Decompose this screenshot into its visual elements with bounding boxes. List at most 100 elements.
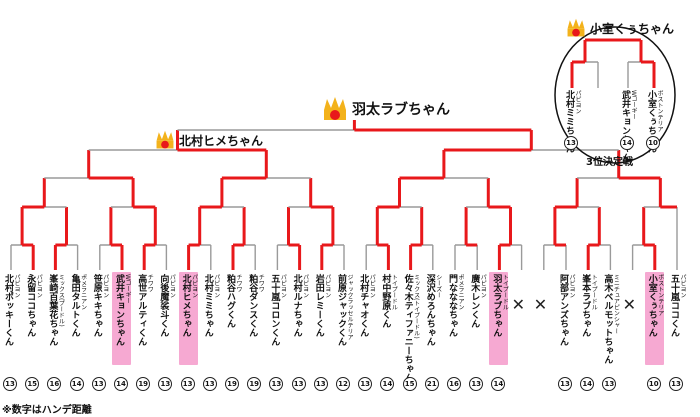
- entrant-label: ミックス(トイプードル)佐々木ティファニーちゃん: [403, 274, 421, 382]
- handicap-badge: 14: [580, 377, 595, 391]
- entrant-name: 永留ココちゃん: [25, 274, 36, 337]
- entrant-name: 門なななちゃん: [447, 274, 457, 337]
- handicap-badge: 14: [380, 377, 395, 391]
- bye-slot: ✕: [533, 272, 555, 390]
- entrant-name: 笹原キキちゃん: [91, 274, 102, 337]
- entrant-name: 五十嵐ココくん: [669, 274, 679, 337]
- entrant-breed: パピヨン: [568, 274, 575, 298]
- entrant-name: 高世アルティくん: [136, 274, 147, 346]
- entrant-name: 佐々木ティファニーちゃん: [402, 274, 413, 382]
- entrant-breed: パピヨン: [574, 90, 581, 114]
- bye-slot: ✕: [511, 272, 533, 390]
- winner-highlight: [178, 272, 198, 365]
- entrant-name: 深沢めろんちゃん: [424, 274, 435, 346]
- champion-banner: 羽太ラブちゃん: [322, 96, 450, 122]
- handicap-badge: 13: [602, 377, 617, 391]
- entrant: ミニチュアピンシャー高木ベルモットちゃん 13: [599, 272, 621, 391]
- entrant-breed: シーズー: [434, 274, 442, 298]
- entrant: パピヨン岩田レミーくん 13: [311, 272, 333, 391]
- entrant-label: パピヨン五十嵐ココくん: [669, 274, 687, 337]
- bye-slot: ✕: [622, 272, 644, 390]
- entrant-breed: Wコーギー: [124, 274, 131, 304]
- entrant-breed: ジャックラッセルテリア: [346, 274, 353, 340]
- bronze-crown-icon: [567, 18, 585, 37]
- third-place-frame: [554, 26, 676, 164]
- entrant-label: チワワ高世アルティくん: [136, 274, 154, 346]
- handicap-badge: 10: [646, 377, 661, 391]
- entrant-label: トイプードル村中野原くん: [380, 274, 398, 328]
- entrant-breed: パピヨン: [168, 274, 176, 298]
- entrant-name: 高木ベルモットちゃん: [602, 274, 613, 364]
- entrant-label: パピヨン阿部アンズちゃん: [558, 274, 576, 346]
- entrant-name: 村中野原くん: [380, 274, 391, 328]
- entrant-label: パピヨン向後魔裟斗くん: [158, 274, 176, 337]
- entrant-label: ミニチュアピンシャー高木ベルモットちゃん: [602, 274, 620, 364]
- entrant-breed: ミックス(トイプードル): [412, 274, 420, 339]
- handicap-badge: 13: [180, 377, 195, 391]
- entrant-label: パピヨン北村ポッキーくん: [3, 274, 21, 346]
- entrant-name: 前原ジャックくん: [336, 274, 346, 346]
- handicap-badge: 14: [620, 136, 634, 150]
- handicap-badge: 13: [469, 377, 484, 391]
- handicap-badge: 13: [564, 136, 578, 150]
- entrant-breed: ボストンテリア: [656, 90, 663, 132]
- handicap-badge: 12: [336, 377, 350, 391]
- handicap-badge: 19: [247, 377, 262, 391]
- entrant: パピヨン向後魔裟斗くん 13: [155, 272, 177, 391]
- handicap-badge: 16: [47, 377, 62, 391]
- entrant-label: パピヨン北村ヒメちゃん: [181, 274, 199, 337]
- handicap-badge: 15: [25, 377, 40, 391]
- entrant-name: 岩田レミーくん: [313, 274, 324, 337]
- entrant-breed: パピヨン: [101, 274, 109, 298]
- entrant-label: ポメラニアン亀田タルトくん: [70, 274, 88, 337]
- gold-crown-icon: [324, 97, 346, 120]
- entrant-breed: パピヨン: [13, 274, 20, 298]
- entrant-breed: ミックス(プードル): [57, 274, 65, 327]
- entrant-name: 武井キョンちゃん: [114, 274, 124, 346]
- entrant-label: パピヨン五十嵐コロンくん: [269, 274, 287, 346]
- entrant-name: 峯本ラブちゃん: [580, 274, 591, 337]
- handicap-badge: 14: [114, 377, 128, 391]
- entrant-name: 五十嵐コロンくん: [269, 274, 280, 346]
- handicap-badge: 19: [136, 377, 151, 391]
- entrant-label: ポメラニアン門なななちゃん: [447, 274, 465, 337]
- entrant-label: ミックス(プードル)峯崎百葉花ちゃん: [47, 274, 65, 346]
- handicap-badge: 13: [158, 377, 173, 391]
- handicap-badge: 13: [269, 377, 284, 391]
- third-place-match-label: 3位決定戦: [586, 157, 633, 168]
- entrant: トイプードル峯本ラブちゃん 14: [577, 272, 599, 391]
- entrant-breed: トイプードル: [390, 274, 398, 310]
- entrant-breed: パピヨン: [212, 274, 220, 298]
- entrant-name: 阿部アンズちゃん: [558, 274, 568, 346]
- handicap-badge: 13: [202, 377, 217, 391]
- entrant: ジャックラッセルテリア前原ジャックくん 12: [333, 272, 355, 391]
- entrant-breed: チワワ: [257, 274, 265, 292]
- entrant-label: トイプードル峯本ラブちゃん: [580, 274, 598, 337]
- bye-x-icon: ✕: [533, 295, 548, 314]
- handicap-badge: 13: [313, 377, 328, 391]
- entrant-name: 北村チャオくん: [358, 274, 369, 337]
- entrant-name: 北村ポッキーくん: [3, 274, 13, 346]
- handicap-badge: 14: [69, 377, 84, 391]
- entrant-breed: パピヨン: [368, 274, 376, 298]
- entrant-label: パピヨン廣木レンくん: [469, 274, 487, 328]
- entrant-name: 北村ミミちゃん: [564, 90, 574, 153]
- entrant-name: 廣木レンくん: [469, 274, 480, 328]
- entrant-label: パピヨン岩田レミーくん: [314, 274, 332, 337]
- entrant-breed: ポメラニアン: [79, 274, 87, 310]
- winner-highlight: [644, 272, 664, 365]
- handicap-badge: 14: [491, 377, 506, 391]
- entrant-name: 北村ヒメちゃん: [180, 274, 191, 337]
- entrant: チワワ高世アルティくん 19: [133, 272, 155, 391]
- entrant-label: Wコーギー武井キョンちゃん: [620, 90, 638, 162]
